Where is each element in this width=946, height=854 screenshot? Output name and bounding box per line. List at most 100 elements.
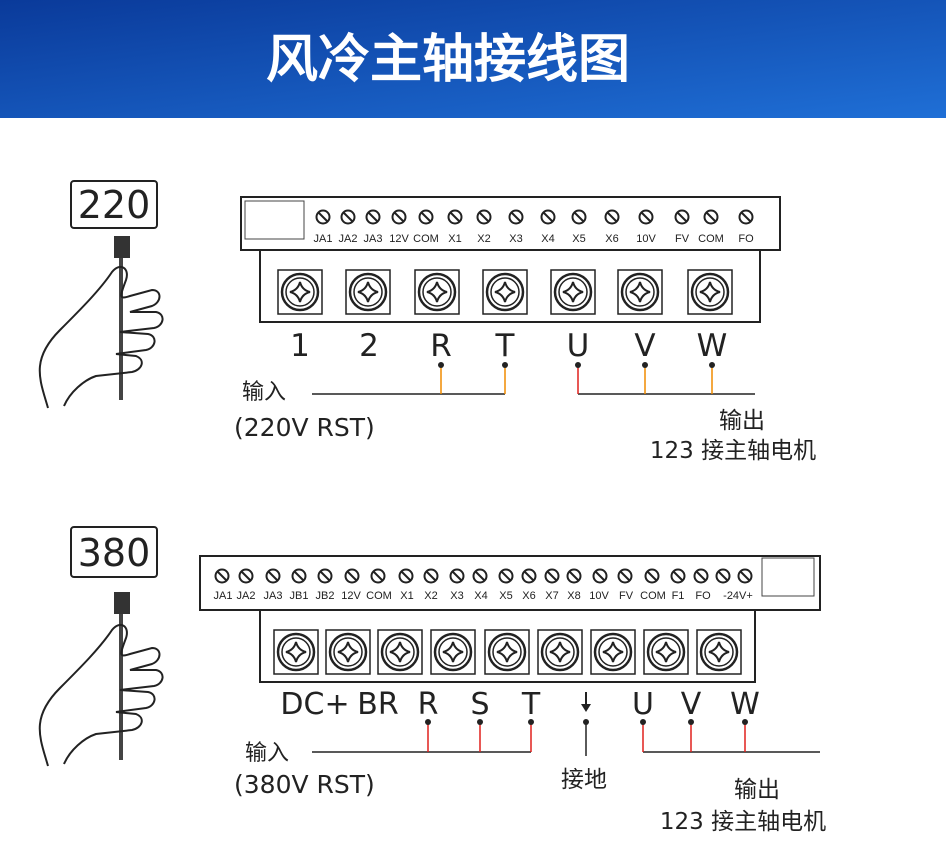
terminal-screw-icon xyxy=(693,568,709,584)
power-screw-icon xyxy=(414,269,460,315)
ground-label-380: 接地 xyxy=(561,767,607,793)
voltage-badge-220 xyxy=(70,180,158,229)
power-screw-icon xyxy=(537,629,583,675)
terminal-screw-icon xyxy=(214,568,230,584)
power-screw-icon xyxy=(696,629,742,675)
terminal-screw-icon xyxy=(423,568,439,584)
terminal-screw-icon xyxy=(476,209,492,225)
output-wiring-380 xyxy=(640,719,820,753)
terminal-label: JA3 xyxy=(264,590,283,602)
output-wiring-220 xyxy=(575,362,755,395)
power-terminal-label: DC+ xyxy=(280,687,349,722)
terminal-label: COM xyxy=(366,590,392,602)
power-screw-icon xyxy=(430,629,476,675)
display-window-380 xyxy=(761,557,815,597)
terminal-label: FO xyxy=(738,233,754,245)
input-label-220: 输入 xyxy=(242,380,286,405)
power-terminal-label: 1 xyxy=(290,328,310,364)
terminal-label: X6 xyxy=(522,590,535,602)
terminal-label: X3 xyxy=(450,590,463,602)
terminal-screw-icon xyxy=(544,568,560,584)
terminal-label: JB2 xyxy=(316,590,335,602)
power-terminal-label: R xyxy=(418,687,439,722)
terminal-label: X3 xyxy=(509,233,522,245)
terminal-screw-icon xyxy=(365,209,381,225)
terminal-label: 10V xyxy=(589,590,609,602)
power-screw-icon xyxy=(277,269,323,315)
power-screw-icon xyxy=(687,269,733,315)
terminal-label: X2 xyxy=(424,590,437,602)
output-label-380: 输出 xyxy=(734,777,780,803)
power-screw-icon xyxy=(590,629,636,675)
power-screw-icon xyxy=(345,269,391,315)
terminal-label: 12V xyxy=(341,590,361,602)
terminal-screw-icon xyxy=(498,568,514,584)
input-label-380: 输入 xyxy=(245,741,289,766)
terminal-label: COM xyxy=(640,590,666,602)
power-terminal-label: W xyxy=(697,328,728,364)
power-terminal-label: T xyxy=(521,687,541,722)
terminal-screw-icon xyxy=(737,568,753,584)
terminal-screw-icon xyxy=(638,209,654,225)
terminal-screw-icon xyxy=(449,568,465,584)
power-screw-icon xyxy=(550,269,596,315)
input-wiring-220 xyxy=(312,362,508,395)
terminal-label: X6 xyxy=(605,233,618,245)
power-screw-icon xyxy=(617,269,663,315)
terminal-label: FV xyxy=(675,233,690,245)
terminal-label: X8 xyxy=(567,590,580,602)
output-label-220: 输出 xyxy=(719,408,765,434)
terminal-label: FO xyxy=(695,590,711,602)
terminal-screw-icon xyxy=(391,209,407,225)
power-screw-icon xyxy=(325,629,371,675)
terminal-label: 12V xyxy=(389,233,409,245)
power-terminal-label: V xyxy=(634,328,655,364)
terminal-label: X1 xyxy=(448,233,461,245)
power-screw-icon xyxy=(273,629,319,675)
header-banner xyxy=(0,0,946,118)
terminal-screw-icon xyxy=(644,568,660,584)
power-screw-icon xyxy=(482,269,528,315)
terminal-label: F1 xyxy=(672,590,685,602)
terminal-label: JB1 xyxy=(290,590,309,602)
power-terminal-label: S xyxy=(470,687,489,722)
terminal-label: X5 xyxy=(499,590,512,602)
terminal-screw-icon xyxy=(472,568,488,584)
terminal-screw-icon xyxy=(447,209,463,225)
input-spec-380: (380V RST) xyxy=(234,770,375,799)
input-spec-220: (220V RST) xyxy=(234,413,375,442)
terminal-screw-icon xyxy=(670,568,686,584)
terminal-label: X1 xyxy=(400,590,413,602)
terminal-screw-icon xyxy=(315,209,331,225)
terminal-screw-icon xyxy=(238,568,254,584)
terminal-label: X4 xyxy=(541,233,554,245)
display-window-220 xyxy=(244,200,305,240)
power-terminal-label: V xyxy=(681,687,702,722)
terminal-label: X7 xyxy=(545,590,558,602)
terminal-screw-icon xyxy=(738,209,754,225)
terminal-screw-icon xyxy=(418,209,434,225)
power-screw-icon xyxy=(377,629,423,675)
terminal-screw-icon xyxy=(265,568,281,584)
terminal-label: -24V+ xyxy=(723,590,753,602)
input-wiring-380 xyxy=(312,719,534,753)
voltage-badge-380-text: 380 xyxy=(78,531,151,575)
page-title: 风冷主轴接线图 xyxy=(266,30,630,90)
terminal-screw-icon xyxy=(508,209,524,225)
terminal-label: JA1 xyxy=(314,233,333,245)
control-terminal-strip-380 xyxy=(199,555,821,611)
terminal-screw-icon xyxy=(340,209,356,225)
power-screw-icon xyxy=(643,629,689,675)
terminal-screw-icon xyxy=(521,568,537,584)
voltage-badge-380 xyxy=(70,526,158,578)
terminal-label: JA2 xyxy=(237,590,256,602)
terminal-screw-icon xyxy=(317,568,333,584)
power-screw-icon xyxy=(484,629,530,675)
power-terminal-label: W xyxy=(730,687,760,722)
hand-icon-220 xyxy=(38,236,164,409)
terminal-label: 10V xyxy=(636,233,656,245)
terminal-label: X4 xyxy=(474,590,487,602)
power-terminal-label: U xyxy=(567,328,590,364)
output-desc-220: 123 接主轴电机 xyxy=(650,438,816,464)
